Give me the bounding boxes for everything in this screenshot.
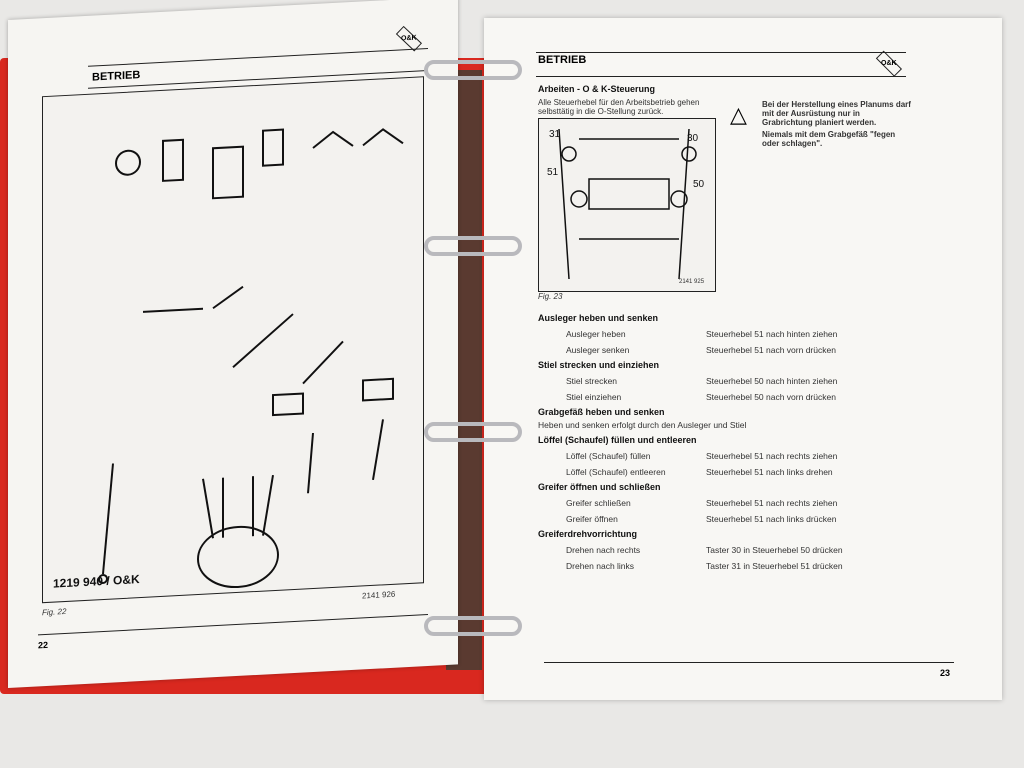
callout-30: 30 <box>687 133 699 144</box>
divider <box>536 52 906 53</box>
left-logo: O&K <box>395 25 422 52</box>
divider <box>544 662 954 663</box>
section-heading: Stiel strecken und einziehen <box>538 360 660 370</box>
figure-22: 1219 940 / O&K <box>42 76 424 604</box>
section-heading: Ausleger heben und senken <box>538 313 659 323</box>
section-heading: Greifer öffnen und schließen <box>538 482 661 492</box>
binder-ring <box>424 236 522 256</box>
divider <box>536 76 906 77</box>
section-heading: Löffel (Schaufel) füllen und entleeren <box>538 435 697 445</box>
control-functions-list: Ausleger heben und senken Ausleger heben… <box>538 308 918 571</box>
cab-controls-illustration <box>558 128 697 280</box>
right-page: BETRIEB O&K Arbeiten - O & K-Steuerung A… <box>484 18 1002 700</box>
control-diagram-illustration <box>98 128 404 589</box>
page-number: 22 <box>38 639 49 651</box>
figure-label: Fig. 23 <box>538 292 563 301</box>
callout-51: 51 <box>547 167 559 178</box>
section-heading: Greiferdrehvorrichtung <box>538 529 638 539</box>
warning-text-2: Niemals mit dem Grabgefäß "fegen oder sc… <box>762 130 896 148</box>
warning-text-1: Bei der Herstellung eines Planums darf m… <box>762 100 911 127</box>
left-header: BETRIEB <box>92 69 141 84</box>
intro-text: Alle Steuerhebel für den Arbeitsbetrieb … <box>538 98 700 116</box>
divider <box>38 613 428 636</box>
divider <box>88 47 428 67</box>
right-header: BETRIEB <box>538 54 587 66</box>
section-title: Arbeiten - O & K-Steuerung <box>538 84 656 94</box>
figure-23: 31 30 51 50 2141 925 <box>538 118 716 292</box>
figure-code: 2141 926 <box>362 589 396 601</box>
binder-ring <box>424 422 522 442</box>
left-page: BETRIEB O&K 1219 940 / O&K Fig. 22 2141 … <box>8 0 458 688</box>
callout-31: 31 <box>549 129 561 140</box>
section-note: Heben und senken erfolgt durch den Ausle… <box>538 420 747 430</box>
right-logo: O&K <box>875 50 902 77</box>
warning-icon: △ <box>730 102 747 127</box>
binder-ring <box>424 616 522 636</box>
section-heading: Grabgefäß heben und senken <box>538 407 665 417</box>
figure-code: 2141 925 <box>679 279 705 285</box>
page-number: 23 <box>940 668 951 678</box>
callout-50: 50 <box>693 179 705 190</box>
figure-label: Fig. 22 <box>42 606 67 618</box>
binder-ring <box>424 60 522 80</box>
